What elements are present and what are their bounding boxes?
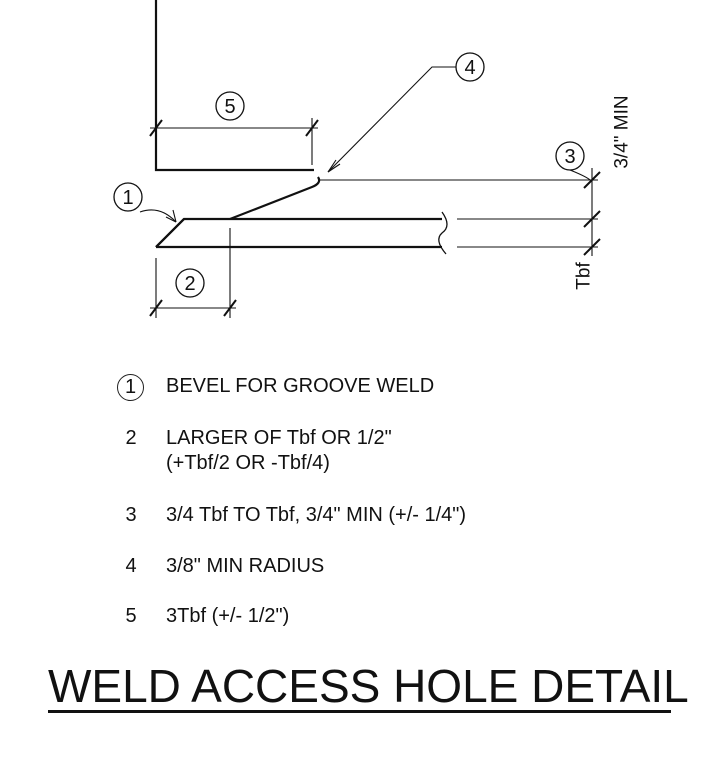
- bevel-line: [155, 218, 185, 248]
- callout-5-label: 5: [224, 96, 235, 118]
- web-outline: [154, 0, 314, 172]
- flange-outline: [155, 217, 442, 249]
- page-title: WELD ACCESS HOLE DETAIL: [48, 660, 689, 712]
- callout-circle-1: [113, 182, 143, 212]
- legend-text-4: 3/8" MIN RADIUS: [166, 555, 325, 577]
- weld-access-hole-drawing: 1 2 3 4 5 3/4" MIN Tbf: [113, 0, 633, 318]
- callout-circle-5: [215, 91, 245, 121]
- callout-3-label: 3: [564, 146, 575, 168]
- leader-3: [569, 169, 593, 183]
- break-line: [438, 211, 448, 255]
- min-depth-label: 3/4" MIN: [612, 95, 633, 168]
- legend-num-5: 5: [125, 605, 137, 627]
- title-underline: [48, 710, 671, 713]
- callout-4-label: 4: [464, 57, 475, 79]
- legend-text-5: 3Tbf (+/- 1/2"): [166, 605, 290, 627]
- legend-text-2-line-1: LARGER OF Tbf OR 1/2": [166, 427, 392, 449]
- legend-num-3: 3: [125, 504, 137, 526]
- legend-text-2-line-2: (+Tbf/2 OR -Tbf/4): [166, 452, 330, 474]
- callout-1-label: 1: [122, 187, 133, 209]
- legend-num-4: 4: [125, 555, 137, 577]
- legend-text-3: 3/4 Tbf TO Tbf, 3/4" MIN (+/- 1/4"): [166, 504, 467, 526]
- leader-1: [139, 209, 177, 223]
- callout-circle-3: [555, 141, 585, 171]
- access-hole-edge: [229, 176, 321, 221]
- tbf-label: Tbf: [574, 262, 595, 290]
- legend-num-2: 2: [125, 427, 137, 449]
- callout-circle-2: [175, 268, 205, 298]
- legend-text-2: LARGER OF Tbf OR 1/2" (+Tbf/2 OR -Tbf/4): [166, 426, 392, 476]
- leader-4: [327, 66, 456, 173]
- dim-5-line: [150, 118, 318, 165]
- legend-num-1: 1: [117, 374, 144, 401]
- callout-circle-4: [455, 52, 485, 82]
- callout-2-label: 2: [184, 273, 195, 295]
- legend-text-1: BEVEL FOR GROOVE WELD: [166, 375, 435, 397]
